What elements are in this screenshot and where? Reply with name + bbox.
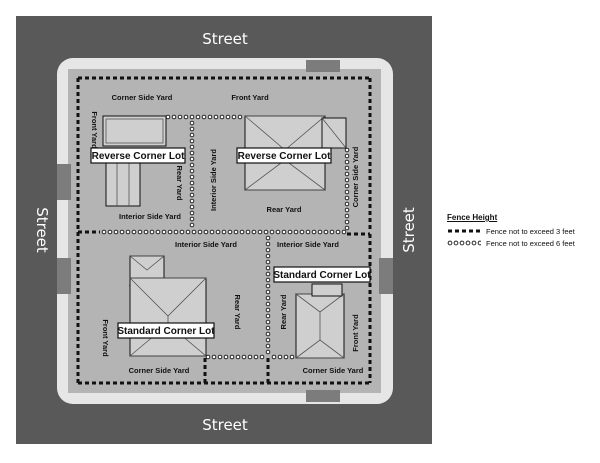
svg-text:Reverse Corner Lot: Reverse Corner Lot [92,151,185,162]
lot-label-standard-right: Standard Corner Lot [273,266,371,283]
street-label-right: Street [400,207,418,253]
svg-text:Standard Corner Lot: Standard Corner Lot [117,326,215,337]
yard-label: Corner Side Yard [129,366,190,375]
yard-label: Front Yard [90,111,99,149]
yard-label: Interior Side Yard [175,240,237,249]
yard-label: Front Yard [231,93,269,102]
yard-label: Interior Side Yard [277,240,339,249]
building-reverse-left [102,115,167,207]
yard-label: Rear Yard [267,205,302,214]
legend: Fence Height Fence not to exceed 3 feet … [447,213,597,249]
yard-label: Front Yard [351,314,360,352]
lot-label-reverse-left: Reverse Corner Lot [90,147,186,164]
street-label-top: Street [202,30,248,48]
svg-text:Reverse Corner Lot: Reverse Corner Lot [238,151,331,162]
fence-3ft-lines [76,76,372,385]
street-label-bottom: Street [202,416,248,434]
lot-label-reverse-right: Reverse Corner Lot [236,147,332,164]
lot-label-standard-left: Standard Corner Lot [117,322,215,339]
svg-text:Standard Corner Lot: Standard Corner Lot [273,270,371,281]
yard-label: Corner Side Yard [303,366,364,375]
legend-item-3ft: Fence not to exceed 3 feet [447,225,597,237]
yard-label: Rear Yard [233,295,242,330]
driveway [306,60,340,72]
circle-line-icon [447,240,481,246]
yard-label: Interior Side Yard [119,212,181,221]
legend-title: Fence Height [447,213,498,222]
driveway [306,390,340,402]
driveway [379,258,393,294]
yard-label: Rear Yard [279,294,288,329]
yard-label: Interior Side Yard [209,149,218,211]
driveway [57,164,71,200]
driveway [57,258,71,294]
dashed-line-icon [447,228,481,234]
legend-item-6ft: Fence not to exceed 6 feet [447,237,597,249]
legend-label: Fence not to exceed 6 feet [486,238,575,248]
yard-label: Front Yard [101,319,110,357]
building-standard-right [294,283,346,359]
fence-6ft-lines [101,114,350,360]
yard-label: Corner Side Yard [112,93,173,102]
yard-label: Corner Side Yard [351,146,360,207]
legend-label: Fence not to exceed 3 feet [486,226,575,236]
street-label-left: Street [33,207,51,253]
yard-label: Rear Yard [175,166,184,201]
